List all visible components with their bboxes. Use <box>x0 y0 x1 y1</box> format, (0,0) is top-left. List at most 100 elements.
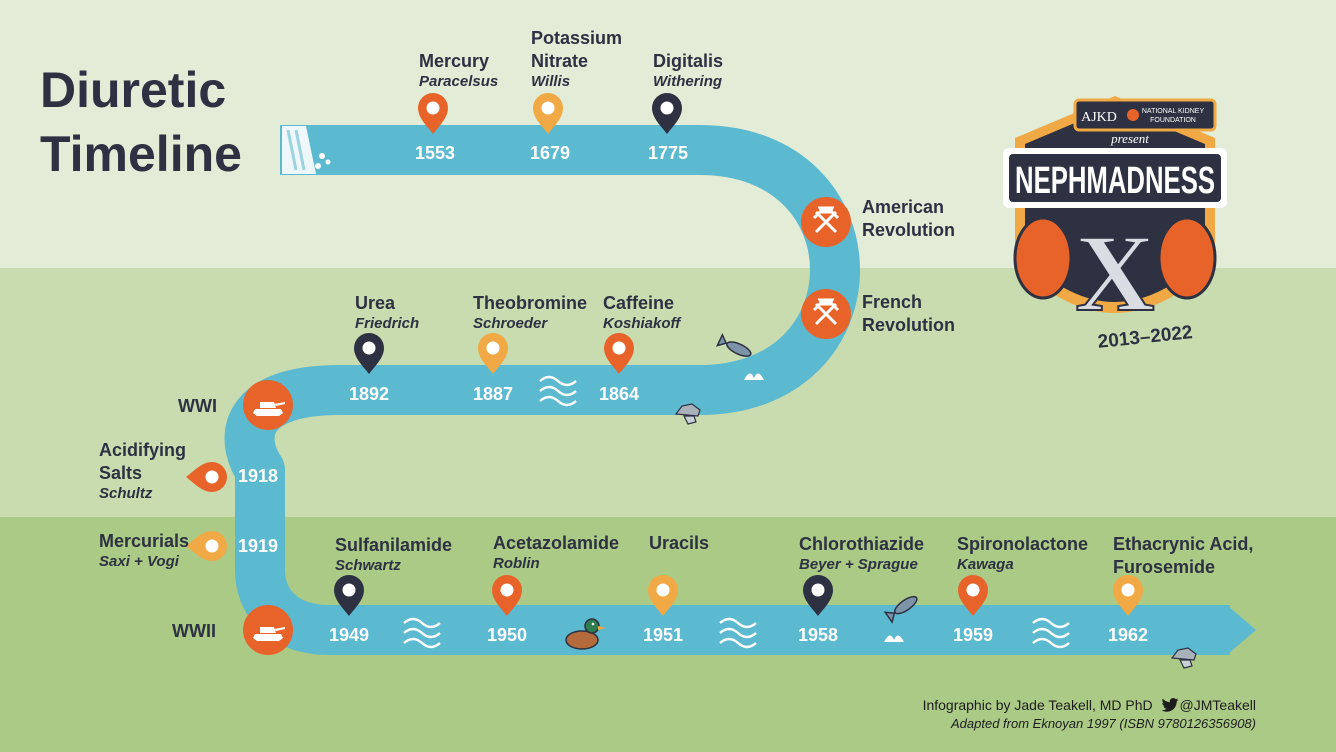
event-discoverer: Schwartz <box>335 557 401 574</box>
logo-ajkd-text: AJKD <box>1081 110 1117 125</box>
history-label: WWI <box>178 395 217 418</box>
event-discoverer: Schultz <box>99 485 153 502</box>
event-year: 1950 <box>486 625 528 645</box>
event-year: 1775 <box>647 143 689 163</box>
credit-line: Infographic by Jade Teakell, MD PhD @JMT… <box>923 697 1256 713</box>
history-label-line: Revolution <box>862 220 955 240</box>
waterfall-icon <box>282 126 331 174</box>
title-line-1: Diuretic <box>40 62 227 118</box>
credit-source: Adapted from Eknoyan 1997 (ISBN 97801263… <box>951 716 1256 731</box>
logo-title-text: NEPHMADNESS <box>1015 160 1215 202</box>
event-discoverer: Roblin <box>493 555 540 572</box>
title-line-2: Timeline <box>40 126 242 182</box>
wave-icon <box>539 375 577 407</box>
event-year: 1949 <box>328 625 370 645</box>
kidney-icon <box>1013 216 1073 300</box>
map-pin-icon <box>604 333 634 374</box>
event-year: 1919 <box>237 536 279 556</box>
map-pin-icon <box>533 93 563 134</box>
event-name: Uracils <box>649 533 710 553</box>
event-discoverer: Withering <box>653 73 723 90</box>
river-arrowhead <box>1228 606 1256 654</box>
event-label: Uracils <box>649 532 709 555</box>
event-discoverer: Saxi + Vogi <box>99 553 179 570</box>
event-discoverer: Friedrich <box>355 315 420 332</box>
map-pin-icon <box>334 575 364 616</box>
twitter-bird-icon <box>1161 698 1178 712</box>
event-name: Sulfanilamide <box>335 535 453 555</box>
rock-icon <box>1170 647 1197 669</box>
history-badges <box>243 197 851 655</box>
event-discoverer: Beyer + Sprague <box>799 556 918 573</box>
event-year: 1951 <box>642 625 684 645</box>
event-name: Mercury <box>419 51 490 71</box>
event-year: 1887 <box>472 384 514 404</box>
history-label-line: Revolution <box>862 315 955 335</box>
fish-icon <box>715 332 752 357</box>
logo-presents-text: present <box>1110 131 1149 146</box>
history-label: WWII <box>172 620 216 643</box>
kidney-icon <box>1157 216 1217 300</box>
map-pin-icon <box>186 462 227 492</box>
map-pin-icon <box>652 93 682 134</box>
credit-handle: @JMTeakell <box>1179 697 1256 713</box>
page-title: Diuretic Timeline <box>40 58 242 186</box>
wave-icon <box>719 617 757 649</box>
rock-icon <box>674 403 701 425</box>
map-pin-icon <box>478 333 508 374</box>
history-label-line: WWII <box>172 621 216 641</box>
nephmadness-logo: AJKD NATIONAL KIDNEY FOUNDATION present … <box>1003 96 1227 348</box>
event-name: Theobromine <box>473 293 588 313</box>
fish-icon <box>883 595 918 624</box>
event-discoverer: Koshiakoff <box>603 315 681 332</box>
map-pin-icon <box>492 575 522 616</box>
event-name: Potassium <box>531 28 623 48</box>
event-discoverer: Schroeder <box>473 315 548 332</box>
map-pin-icon <box>803 575 833 616</box>
event-pins <box>186 93 1143 616</box>
event-year: 1864 <box>598 384 640 404</box>
wave-icon <box>1032 617 1070 649</box>
event-year: 1959 <box>952 625 994 645</box>
event-year: 1553 <box>414 143 456 163</box>
map-pin-icon <box>418 93 448 134</box>
event-label: Ethacrynic Acid,Furosemide <box>1113 533 1253 579</box>
logo-nkf-line2: FOUNDATION <box>1150 117 1196 124</box>
splash-icon <box>884 635 904 642</box>
event-discoverer: Paracelsus <box>419 73 499 90</box>
event-year: 1918 <box>237 466 279 486</box>
event-name: Urea <box>355 293 396 313</box>
event-name: Spironolactone <box>957 534 1089 554</box>
credit-author: Infographic by Jade Teakell, MD PhD <box>922 697 1153 713</box>
map-pin-icon <box>648 575 678 616</box>
splash-icon <box>744 373 764 380</box>
duck-icon <box>565 618 606 650</box>
event-year: 1962 <box>1107 625 1149 645</box>
map-pin-icon <box>1113 575 1143 616</box>
history-label-line: WWI <box>178 396 217 416</box>
event-name: Chlorothiazide <box>799 534 924 554</box>
logo-nkf-line1: NATIONAL KIDNEY <box>1142 108 1205 115</box>
crossed-swords-icon <box>801 289 851 339</box>
map-pin-icon <box>958 575 988 616</box>
event-name: Acidifying <box>99 440 187 460</box>
event-name: Nitrate <box>531 51 589 71</box>
event-year: 1958 <box>797 625 839 645</box>
event-name: Salts <box>99 463 143 483</box>
